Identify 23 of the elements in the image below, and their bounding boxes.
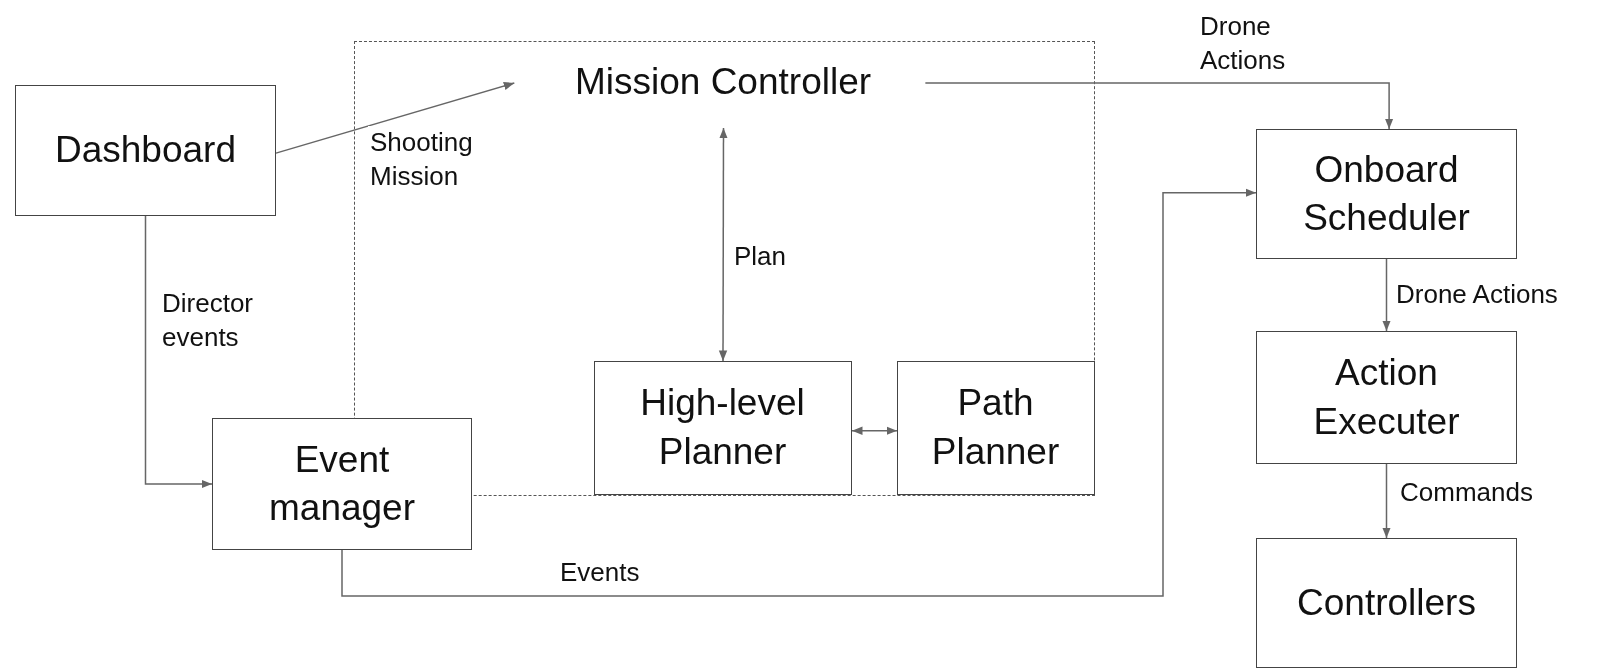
component-box bbox=[15, 85, 276, 216]
component-box bbox=[896, 360, 1095, 495]
arrow bbox=[341, 188, 1257, 597]
component-name: Dashboard bbox=[55, 128, 236, 173]
component-box bbox=[212, 418, 472, 550]
component-name: Path Planner bbox=[930, 381, 1061, 474]
arrow bbox=[144, 215, 213, 489]
component-name: Event manager bbox=[268, 437, 416, 530]
component-box bbox=[1256, 538, 1517, 668]
component-name: Controllers bbox=[1297, 580, 1476, 625]
arrow bbox=[275, 81, 516, 154]
component-name: Onboard Scheduler bbox=[1302, 147, 1471, 240]
arrow bbox=[924, 82, 1394, 130]
component-box bbox=[593, 360, 852, 495]
arrow bbox=[1382, 463, 1391, 539]
arrow bbox=[1382, 258, 1391, 332]
arrow bbox=[718, 127, 728, 362]
component-name: Action Executer bbox=[1312, 351, 1461, 444]
component-box bbox=[1256, 129, 1517, 259]
arrow bbox=[851, 426, 898, 435]
component-label: Mission Controller bbox=[539, 57, 907, 108]
component-name: High-level Planner bbox=[639, 381, 806, 474]
component-box bbox=[1256, 331, 1517, 464]
